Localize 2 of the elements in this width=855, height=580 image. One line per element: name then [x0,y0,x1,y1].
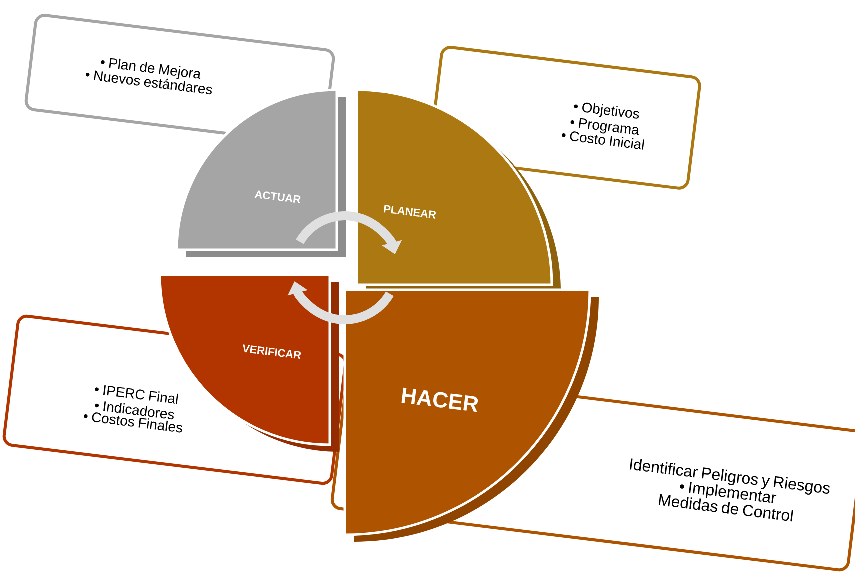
quadrant-segment: HACER [344,288,599,542]
quadrant-segment: PLANEAR [356,88,561,292]
